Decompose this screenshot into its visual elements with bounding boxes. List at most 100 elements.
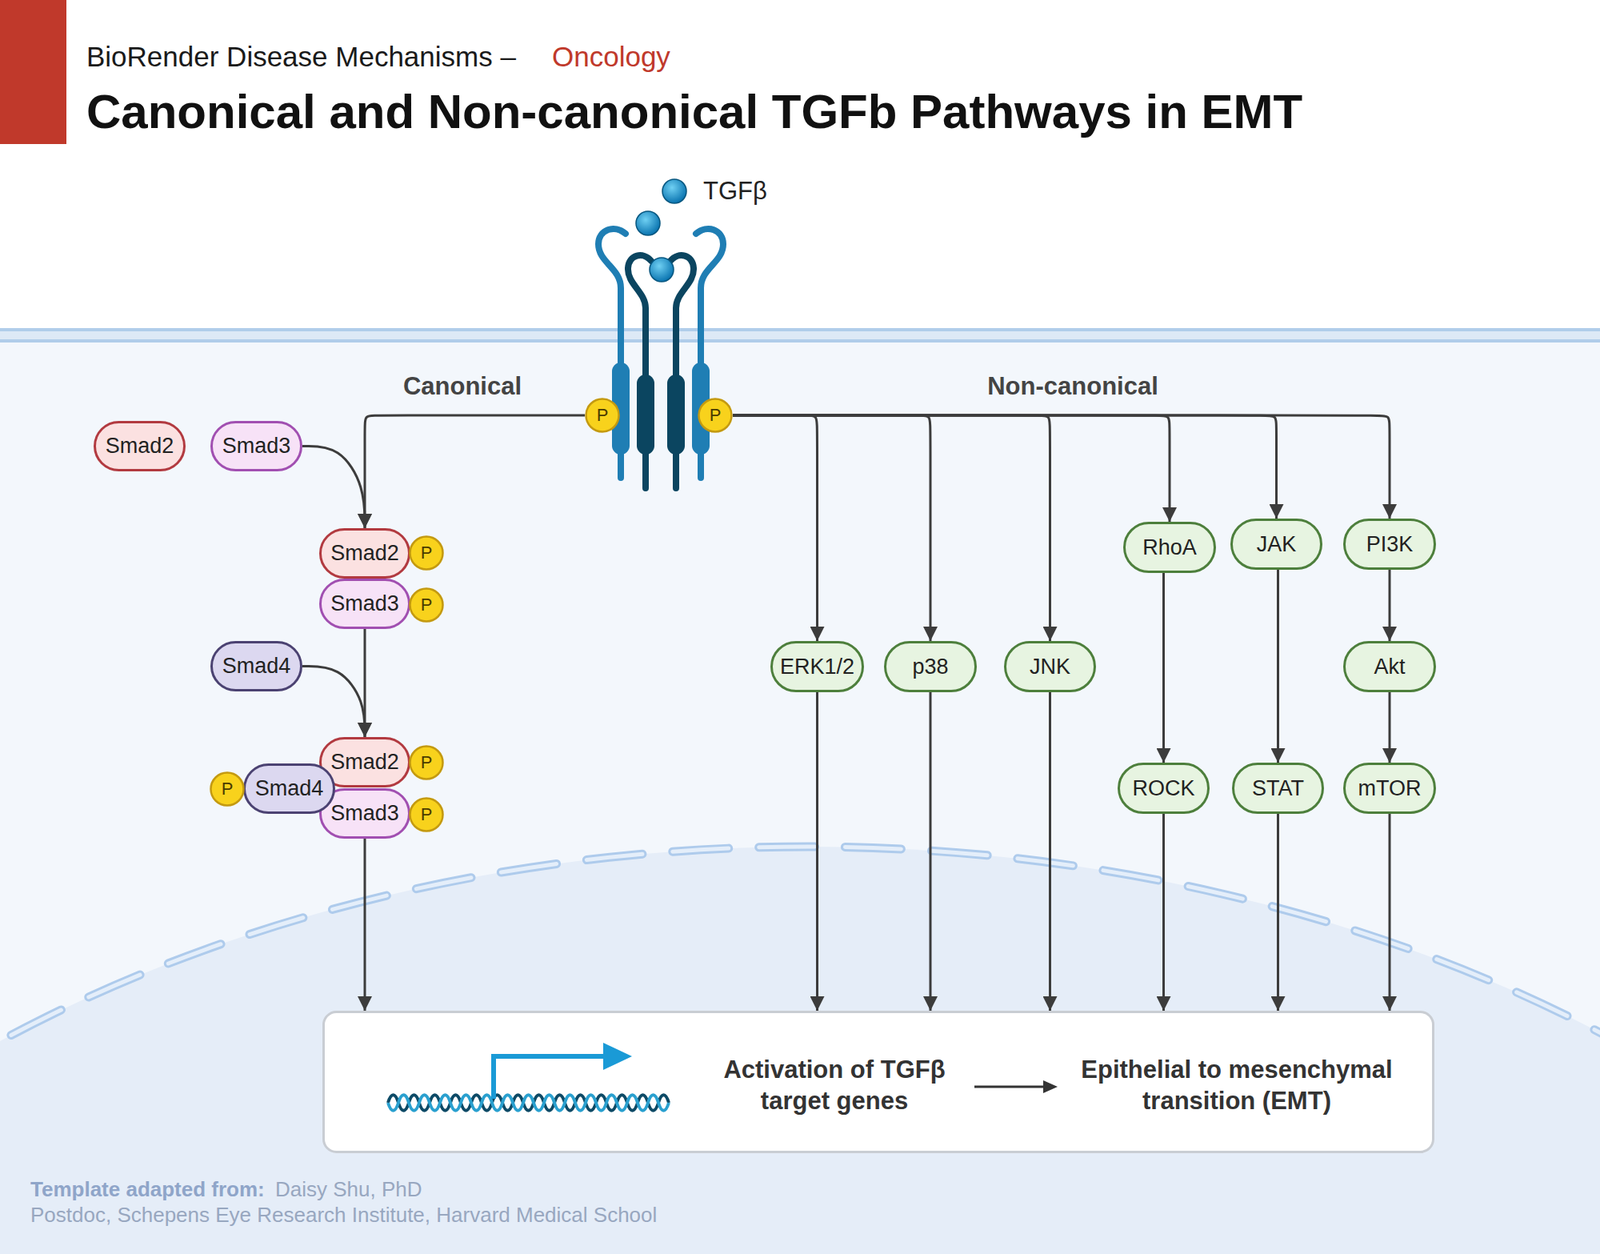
smad-box: Smad2 [319, 528, 411, 579]
node-text: Smad4 [210, 640, 303, 692]
node-text: Smad2 [319, 528, 411, 579]
header-category: Oncology [552, 40, 671, 74]
signal-arrow [732, 415, 1390, 519]
node-text: P [408, 796, 444, 832]
process-arrow-head [1043, 1080, 1058, 1093]
tgfb-receptor [598, 228, 724, 488]
phospho-circle: P [209, 771, 245, 807]
transcription-arrow-head [603, 1042, 632, 1070]
node-text: p38 [884, 640, 977, 692]
signal-arrow [1388, 692, 1392, 763]
kinase-box: Akt [1343, 640, 1436, 692]
phospho-circle: P [408, 535, 444, 571]
figure-title: Canonical and Non-canonical TGFb Pathway… [86, 83, 1303, 141]
node-text: P [584, 397, 620, 433]
signal-arrow [302, 666, 365, 738]
header-bar [0, 0, 67, 144]
signal-arrow [1388, 569, 1392, 641]
node-text: JNK [1004, 640, 1096, 692]
node-text: Epithelial to mesenchymal transition (EM… [1060, 1054, 1413, 1117]
ligand-label: TGFβ [703, 176, 768, 206]
signal-arrow [1162, 572, 1165, 763]
kinase-box: mTOR [1343, 762, 1436, 814]
pathway-label: Canonical [403, 371, 522, 401]
dna-strand [388, 1094, 669, 1111]
credit-text: Template adapted from: [30, 1176, 265, 1202]
phospho-circle: P [408, 587, 444, 623]
phospho-circle: P [408, 796, 444, 832]
membrane-line [0, 328, 1600, 332]
signal-arrow [732, 415, 818, 641]
receptor-domain [667, 374, 685, 455]
process-arrow [974, 1085, 1045, 1088]
node-text: P [697, 397, 733, 433]
smad-box: Smad4 [210, 640, 303, 692]
kinase-box: ROCK [1117, 762, 1210, 814]
node-text: Smad3 [319, 578, 411, 629]
node-text: JAK [1230, 518, 1323, 570]
signal-arrow [732, 415, 1170, 522]
node-text: ROCK [1117, 762, 1210, 814]
node-text: ERK1/2 [770, 640, 864, 692]
tgfb-ligand [636, 211, 660, 236]
dna-strand [388, 1094, 669, 1111]
kinase-box: ERK1/2 [770, 640, 864, 692]
header-text: BioRender Disease Mechanisms – [86, 40, 516, 74]
signal-arrow [1276, 569, 1280, 763]
kinase-box: JAK [1230, 518, 1323, 570]
node-text: Akt [1343, 640, 1436, 692]
signal-arrow [1276, 813, 1280, 1011]
credit-text: Daisy Shu, PhD [275, 1176, 423, 1202]
node-text: Smad2 [93, 420, 186, 472]
nucleus [0, 846, 1600, 1254]
tgfb-ligand [649, 257, 674, 282]
node-text: P [408, 587, 444, 623]
smad-box: Smad3 [319, 578, 411, 629]
phospho-circle: P [697, 397, 733, 433]
signal-arrow [364, 415, 585, 528]
kinase-box: PI3K [1343, 518, 1436, 570]
membrane-line [0, 339, 1600, 343]
phospho-circle: P [408, 744, 444, 780]
phospho-circle: P [584, 397, 620, 433]
node-text: mTOR [1343, 762, 1436, 814]
signal-arrow [1048, 692, 1052, 1011]
node-text: P [408, 744, 444, 780]
credit-text: Postdoc, Schepens Eye Research Institute… [30, 1202, 657, 1228]
kinase-box: p38 [884, 640, 977, 692]
nuclear-envelope [0, 846, 1600, 1254]
kinase-box: RhoA [1123, 521, 1216, 573]
signal-arrow [732, 415, 1051, 641]
signal-arrow [732, 415, 1277, 519]
signal-arrow [364, 838, 367, 1011]
smad-box: Smad2 [93, 420, 186, 472]
node-text: PI3K [1343, 518, 1436, 570]
signal-arrow [929, 692, 932, 1011]
transcription-arrow [493, 1056, 608, 1099]
kinase-box: JNK [1004, 640, 1096, 692]
signal-arrow [732, 415, 931, 641]
smad-box: Smad3 [210, 420, 303, 472]
smad-box: Smad4 [243, 763, 336, 814]
nuclear-envelope [0, 846, 1600, 1254]
node-text: Smad4 [243, 763, 336, 814]
node-text: P [408, 535, 444, 571]
node-text: Smad3 [210, 420, 303, 472]
node-text: STAT [1232, 762, 1324, 814]
signal-arrow [302, 446, 365, 529]
signal-arrow [816, 692, 819, 1011]
target-genes-box: Activation of TGFβ target genes Epithelia… [322, 1010, 1435, 1153]
pathway-label: Non-canonical [987, 371, 1159, 401]
box-shape [324, 1012, 1434, 1152]
node-text: Activation of TGFβ target genes [702, 1054, 967, 1117]
cell-membrane [0, 328, 1600, 342]
signal-arrow [1162, 813, 1165, 1011]
node-text: RhoA [1123, 521, 1216, 573]
kinase-box: STAT [1232, 762, 1324, 814]
node-text: P [209, 771, 245, 807]
tgfb-ligand [662, 179, 687, 204]
receptor-domain [636, 374, 655, 455]
